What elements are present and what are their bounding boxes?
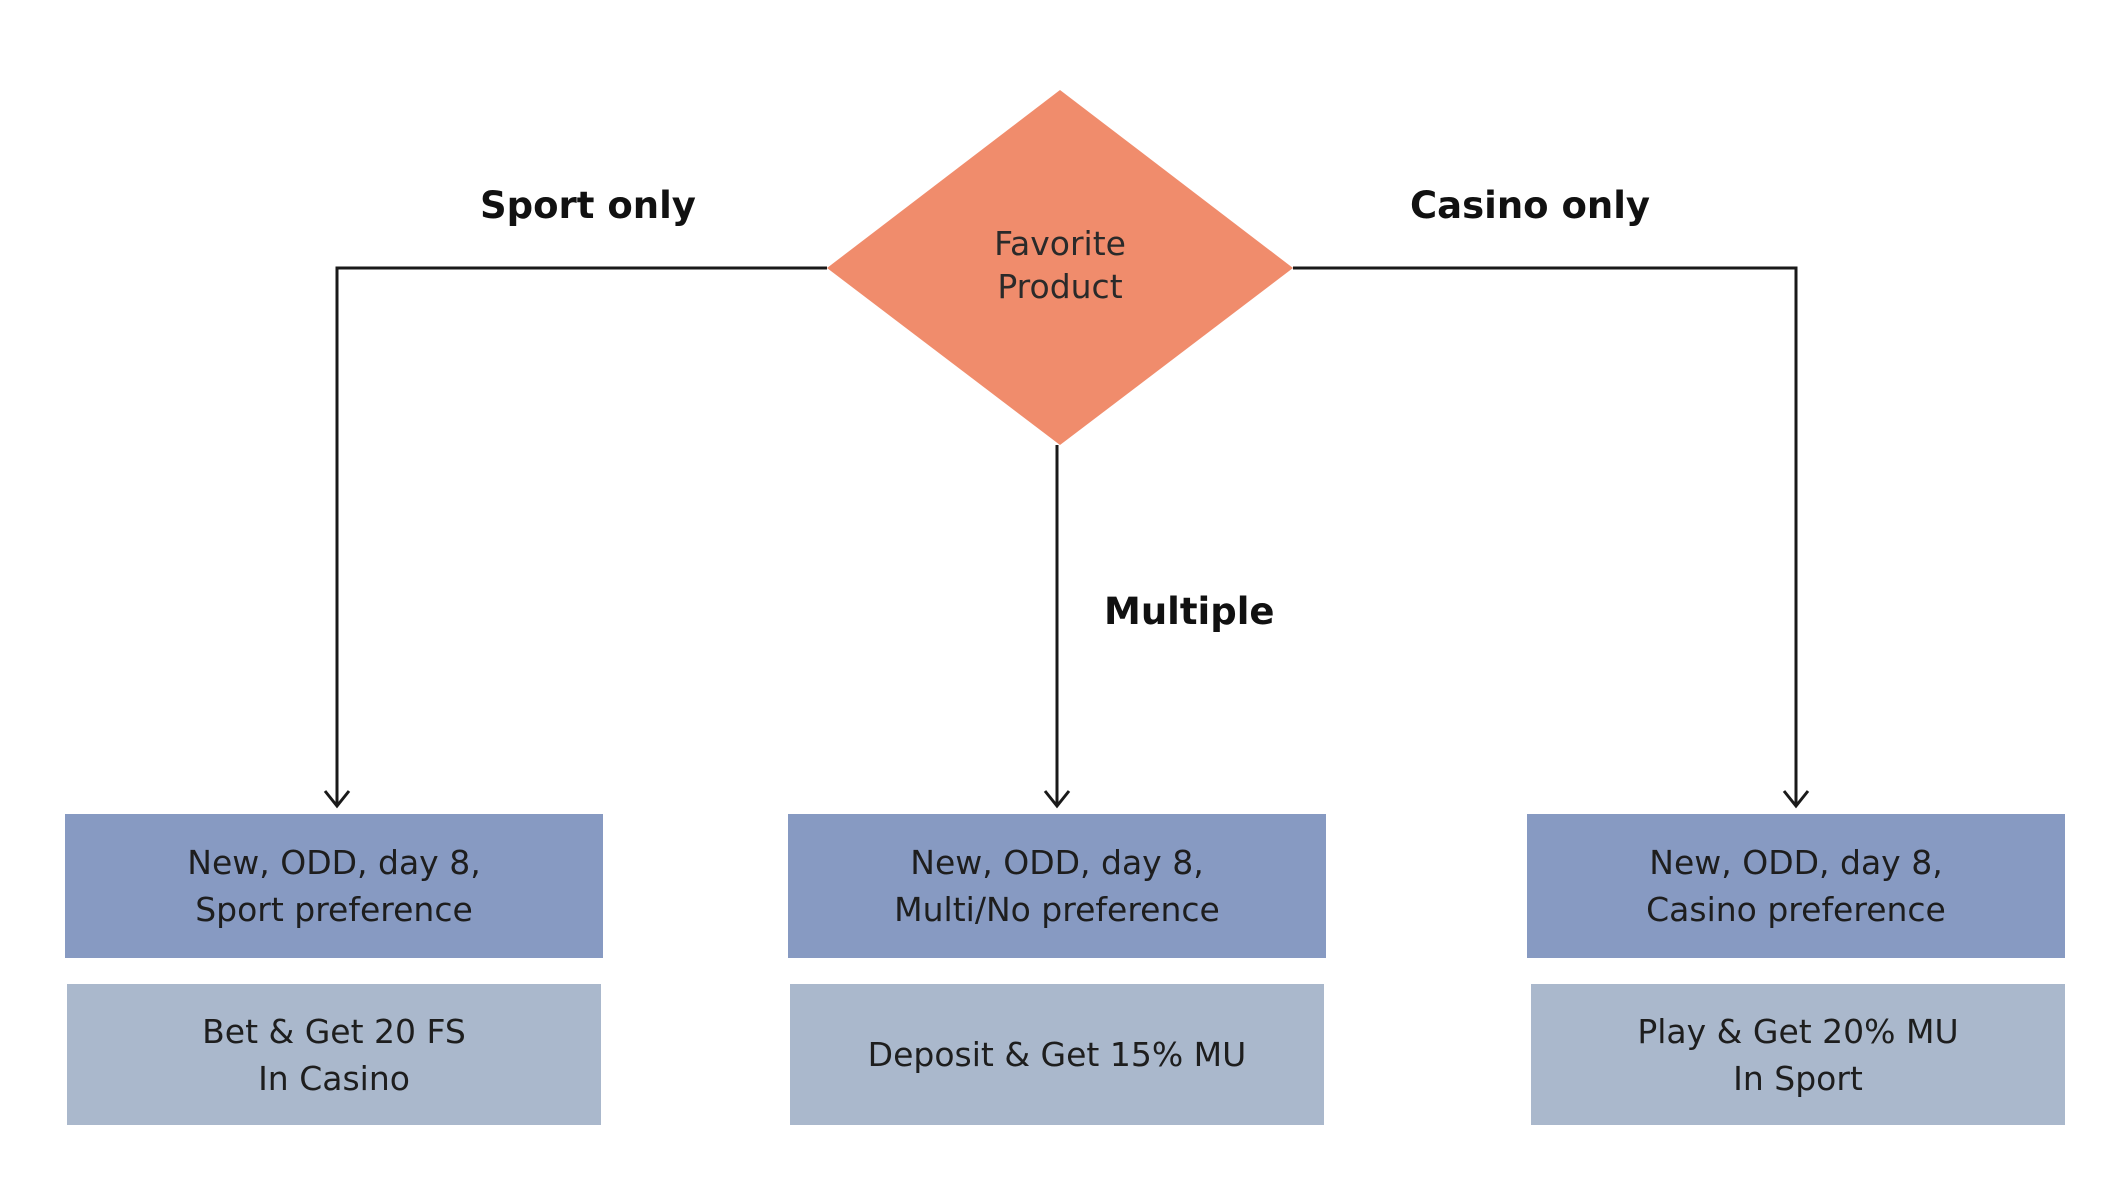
- offer-box-line2: In Casino: [258, 1058, 410, 1098]
- segment-box-line2: Multi/No preference: [894, 890, 1220, 929]
- segment-box-line1: New, ODD, day 8,: [910, 843, 1204, 882]
- segment-box-line1: New, ODD, day 8,: [1649, 843, 1943, 882]
- segment-box-line1: New, ODD, day 8,: [187, 843, 481, 882]
- branch-label-multiple: Multiple: [1104, 590, 1275, 633]
- connector-sport-only: [335, 266, 827, 805]
- arrowheads: [323, 790, 1810, 809]
- arrowhead-right: [1782, 790, 1810, 809]
- segment-box-line2: Sport preference: [195, 890, 473, 929]
- offer-box-casino: Play & Get 20% MU In Sport: [1531, 984, 2065, 1125]
- decision-label: Favorite Product: [910, 222, 1210, 308]
- decision-diamond: [827, 90, 1293, 445]
- offer-box-sport: Bet & Get 20 FS In Casino: [67, 984, 601, 1125]
- arrowhead-center: [1043, 790, 1071, 809]
- arrowhead-left: [323, 790, 351, 809]
- offer-box-line1: Deposit & Get 15% MU: [867, 1035, 1247, 1074]
- offer-box-line1: Bet & Get 20 FS: [202, 1011, 466, 1051]
- branch-label-sport-only: Sport only: [480, 184, 696, 227]
- connector-casino-only: [1293, 266, 1798, 805]
- segment-box-line2: Casino preference: [1646, 890, 1946, 929]
- segment-box-multi: New, ODD, day 8, Multi/No preference: [788, 814, 1326, 958]
- decision-label-line1: Favorite: [994, 224, 1126, 263]
- connectors: [335, 266, 1798, 805]
- offer-box-line2: In Sport: [1733, 1058, 1863, 1098]
- segment-box-casino: New, ODD, day 8, Casino preference: [1527, 814, 2065, 958]
- decision-label-line2: Product: [997, 267, 1123, 306]
- segment-box-sport: New, ODD, day 8, Sport preference: [65, 814, 603, 958]
- offer-box-multi: Deposit & Get 15% MU: [790, 984, 1324, 1125]
- branch-label-casino-only: Casino only: [1410, 184, 1651, 227]
- offer-box-line1: Play & Get 20% MU: [1637, 1011, 1959, 1051]
